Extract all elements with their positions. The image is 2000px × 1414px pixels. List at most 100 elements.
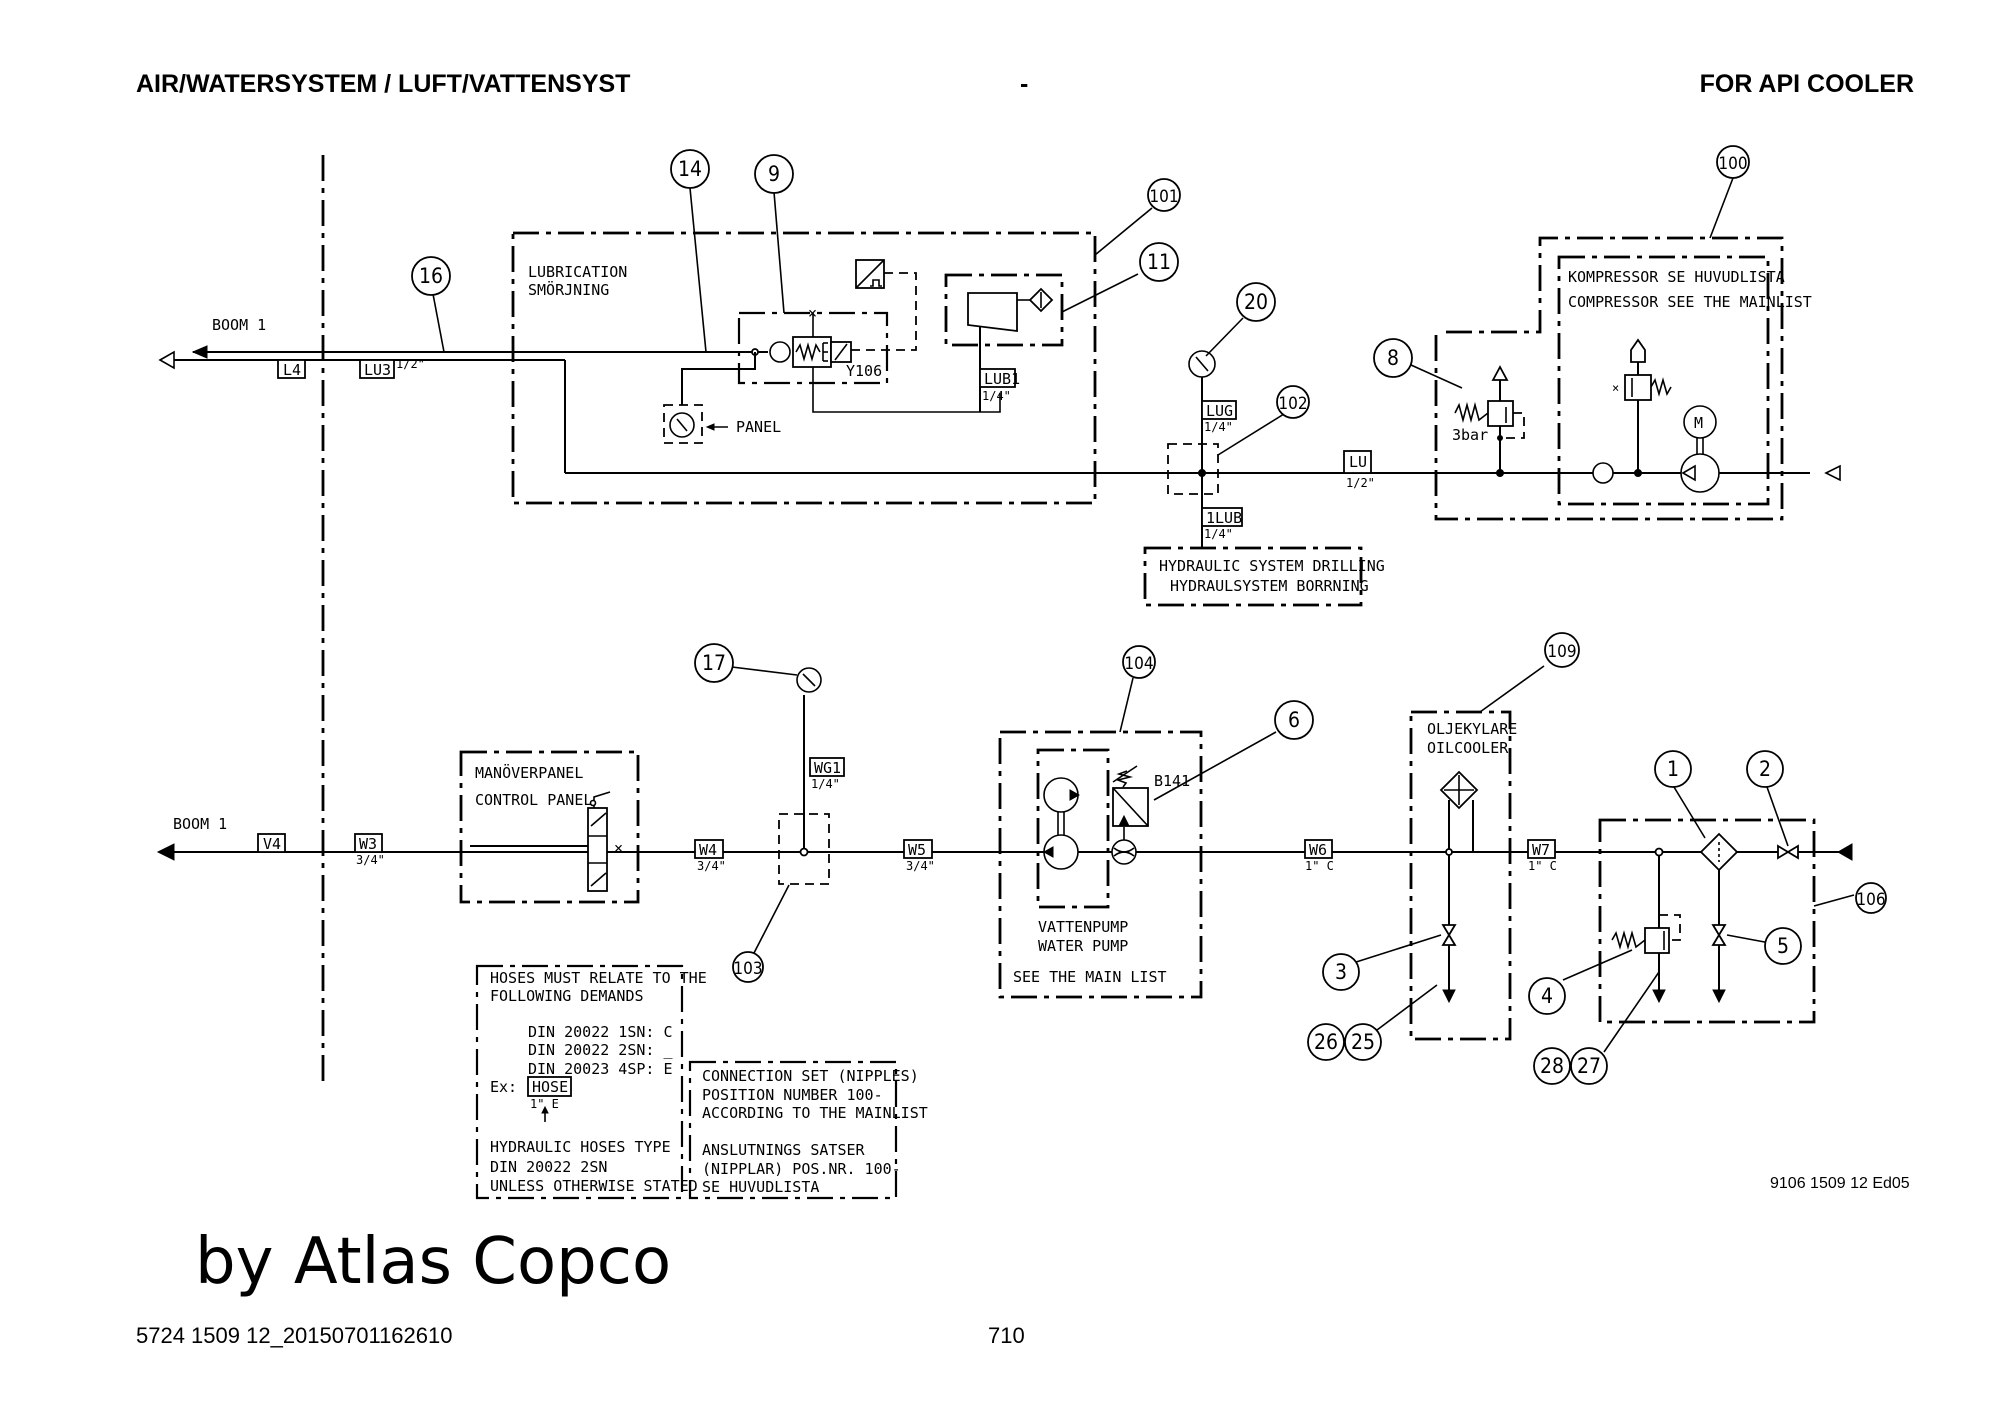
svg-text:109: 109 xyxy=(1547,642,1576,662)
hose-tag-LU3: LU3 1/2" xyxy=(359,357,425,379)
svg-text:HOSES MUST RELATE TO THE: HOSES MUST RELATE TO THE xyxy=(490,969,707,987)
hydraulic-system-box xyxy=(1143,546,1363,607)
pressure-relief-valve-4-icon xyxy=(1644,927,1670,954)
hose-tag-V4: V4 xyxy=(257,833,286,853)
compressor-label-sv: KOMPRESSOR SE HUVUDLISTA xyxy=(1568,268,1785,286)
control-panel-box xyxy=(459,750,640,904)
drain-arrow-icon xyxy=(1442,989,1456,1004)
title-separator: - xyxy=(1020,70,1029,98)
svg-text:HOSE: HOSE xyxy=(532,1078,568,1096)
svg-text:HYDRAULIC HOSES TYPE: HYDRAULIC HOSES TYPE xyxy=(490,1138,671,1156)
svg-text:1/4": 1/4" xyxy=(1204,420,1233,434)
callout-102: 102 xyxy=(1276,385,1310,419)
water-inlet-arrow-icon xyxy=(1836,843,1853,861)
callout-16: 16 xyxy=(411,256,451,296)
svg-text:20: 20 xyxy=(1244,290,1268,314)
water-circuit: BOOM 1 V4 W3 3/4" MANÖVERPANEL CONTROL P… xyxy=(156,667,1853,1041)
svg-text:DIN 20022 1SN: C: DIN 20022 1SN: C xyxy=(528,1023,673,1041)
callout-3: 3 xyxy=(1322,953,1360,991)
callout-6: 6 xyxy=(1274,700,1314,740)
svg-text:LU: LU xyxy=(1349,453,1367,471)
document-id: 5724 1509 12_20150701162610 xyxy=(136,1323,453,1348)
hose-tag-W3: W3 3/4" xyxy=(354,833,385,867)
callout-14: 14 xyxy=(670,149,710,189)
inlet-arrow-icon xyxy=(1824,464,1841,482)
motor-label: M xyxy=(1694,414,1703,432)
lubricator-box xyxy=(944,273,1064,347)
hose-tag-L4: L4 xyxy=(277,359,306,379)
hose-tag-WG1: WG1 1/4" xyxy=(809,757,845,791)
svg-text:102: 102 xyxy=(1278,394,1307,414)
svg-text:1" E: 1" E xyxy=(530,1097,559,1111)
water-pump-box xyxy=(998,730,1203,999)
callout-100: 100 xyxy=(1716,145,1750,179)
exhaust-arrow-icon xyxy=(1491,365,1509,381)
svg-text:3: 3 xyxy=(1335,960,1347,984)
lubrication-unit-box xyxy=(511,231,1097,505)
lubrication-label: LUBRICATION xyxy=(528,263,627,281)
hose-tag-LUB1: LUB1 1/4" xyxy=(979,368,1020,403)
vent-x-icon: × xyxy=(808,304,817,322)
svg-text:5: 5 xyxy=(1777,934,1789,958)
compressor-label: COMPRESSOR SEE THE MAINLIST xyxy=(1568,293,1812,311)
filter-group-box xyxy=(1598,818,1816,1024)
callout-8: 8 xyxy=(1373,338,1413,378)
callout-103: 103 xyxy=(732,951,764,983)
svg-text:1" C: 1" C xyxy=(1305,859,1334,873)
boom-label-bottom: BOOM 1 xyxy=(173,815,227,833)
svg-text:×: × xyxy=(614,839,623,857)
callout-109: 109 xyxy=(1544,632,1580,668)
hose-tag-W4: W4 3/4" xyxy=(694,839,726,873)
motor-icon xyxy=(1683,405,1717,439)
hose-tag-W7: W7 1" C xyxy=(1527,839,1557,873)
svg-text:8: 8 xyxy=(1387,346,1399,370)
svg-text:1" C: 1" C xyxy=(1528,859,1557,873)
svg-text:LUG: LUG xyxy=(1206,402,1233,420)
svg-text:W3: W3 xyxy=(359,835,377,853)
svg-text:DIN 20022 2SN: DIN 20022 2SN xyxy=(490,1158,607,1176)
callout-104: 104 xyxy=(1122,645,1156,679)
svg-text:6: 6 xyxy=(1288,708,1300,732)
brand-watermark: by Atlas Copco xyxy=(195,1225,672,1299)
panel-gauge-box xyxy=(663,404,703,444)
page-title: AIR/WATERSYSTEM / LUFT/VATTENSYST xyxy=(136,70,631,98)
boom-label-top: BOOM 1 xyxy=(212,316,266,334)
drain-valve-3-icon xyxy=(1441,924,1457,946)
svg-text:1/4": 1/4" xyxy=(811,777,840,791)
svg-text:4: 4 xyxy=(1541,984,1553,1008)
compressor-group-box xyxy=(1434,236,1784,521)
valve-code-Y106: Y106 xyxy=(846,362,882,380)
svg-text:1: 1 xyxy=(1667,757,1679,781)
outlet-arrow-icon xyxy=(158,350,175,370)
check-valve-compressor-icon xyxy=(1592,462,1614,484)
callout-101: 101 xyxy=(1147,178,1181,212)
svg-text:UNLESS OTHERWISE STATED: UNLESS OTHERWISE STATED xyxy=(490,1177,698,1195)
oilcooler-label: OILCOOLER xyxy=(1427,739,1509,757)
relief-setting-label: 3bar xyxy=(1452,426,1488,444)
check-valve-icon xyxy=(769,341,791,363)
svg-text:11: 11 xyxy=(1147,250,1171,274)
svg-text:28: 28 xyxy=(1540,1054,1564,1078)
oilcooler-label-sv: OLJEKYLARE xyxy=(1427,720,1517,738)
svg-text:14: 14 xyxy=(678,157,702,181)
svg-text:104: 104 xyxy=(1124,654,1153,674)
svg-text:27: 27 xyxy=(1577,1054,1601,1078)
svg-text:CONNECTION SET (NIPPLES): CONNECTION SET (NIPPLES) xyxy=(702,1067,919,1085)
directional-valve-icon xyxy=(587,807,608,892)
callouts: 14 9 16 101 11 20 102 100 8 17 104 6 109… xyxy=(411,145,1887,1085)
svg-text:SE HUVUDLISTA: SE HUVUDLISTA xyxy=(702,1178,819,1196)
callout-25: 25 xyxy=(1344,1023,1382,1061)
svg-text:3/4": 3/4" xyxy=(356,853,385,867)
svg-text:106: 106 xyxy=(1856,890,1885,910)
compressor-pump-icon xyxy=(1680,453,1720,493)
callout-11: 11 xyxy=(1139,242,1179,282)
drain-arrow-4-icon xyxy=(1652,989,1666,1004)
junction-block-102 xyxy=(1167,443,1219,495)
callout-5: 5 xyxy=(1764,927,1802,965)
svg-text:V4: V4 xyxy=(263,835,281,853)
relief-valve-icon xyxy=(1487,400,1514,427)
svg-text:L4: L4 xyxy=(283,361,301,379)
water-pump-label-sv: VATTENPUMP xyxy=(1038,918,1128,936)
hose-tag-1LUB: 1LUB 1/4" xyxy=(1201,507,1243,541)
